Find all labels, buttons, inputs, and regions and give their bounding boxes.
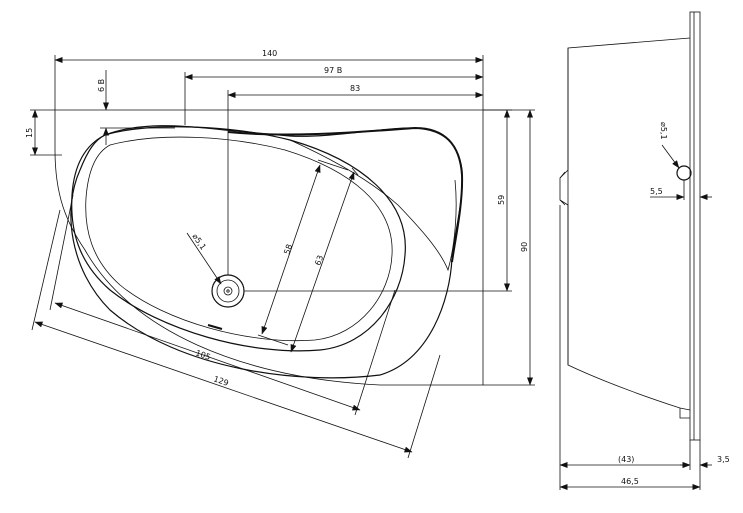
dim-83-label: 83 — [350, 84, 360, 93]
dim-140-label: 140 — [262, 49, 277, 58]
dim-129-label: 129 — [212, 374, 229, 387]
drain — [211, 274, 245, 308]
headrest-curve — [227, 126, 464, 263]
dim-15-label: 15 — [25, 128, 34, 138]
dim-6b-label: 6 B — [97, 79, 106, 92]
shell-curve — [70, 125, 463, 379]
dim-90-label: 90 — [520, 242, 529, 252]
dim-97b-label: 97 B — [324, 66, 342, 75]
dim-63-label: 63 — [313, 254, 325, 267]
tub-body-profile — [559, 37, 691, 411]
dim-129-line — [34, 321, 413, 453]
dim-58-label: 58 — [282, 243, 294, 256]
tub-outline — [54, 109, 484, 386]
basin-outer-rim — [71, 126, 406, 352]
basin-inner-rim — [85, 136, 393, 342]
dim-3-5-label: 3,5 — [717, 455, 730, 464]
dim-43-label: (43) — [618, 455, 634, 464]
headrest-inner-curve — [289, 139, 457, 272]
dim-59-label: 59 — [497, 195, 506, 205]
dim-5-5-label: 5,5 — [650, 187, 663, 196]
dim-overflow-diameter-label: ⌀5,1 — [659, 122, 668, 140]
side-view: ⌀5,1 5,5 (43) 3,5 46,5 — [559, 11, 730, 490]
rim-plate — [689, 11, 701, 441]
overflow-hole — [676, 165, 692, 181]
dim-46-5-label: 46,5 — [621, 477, 639, 486]
top-view: 140 97 B 83 6 B 15 59 90 58 — [25, 49, 535, 459]
